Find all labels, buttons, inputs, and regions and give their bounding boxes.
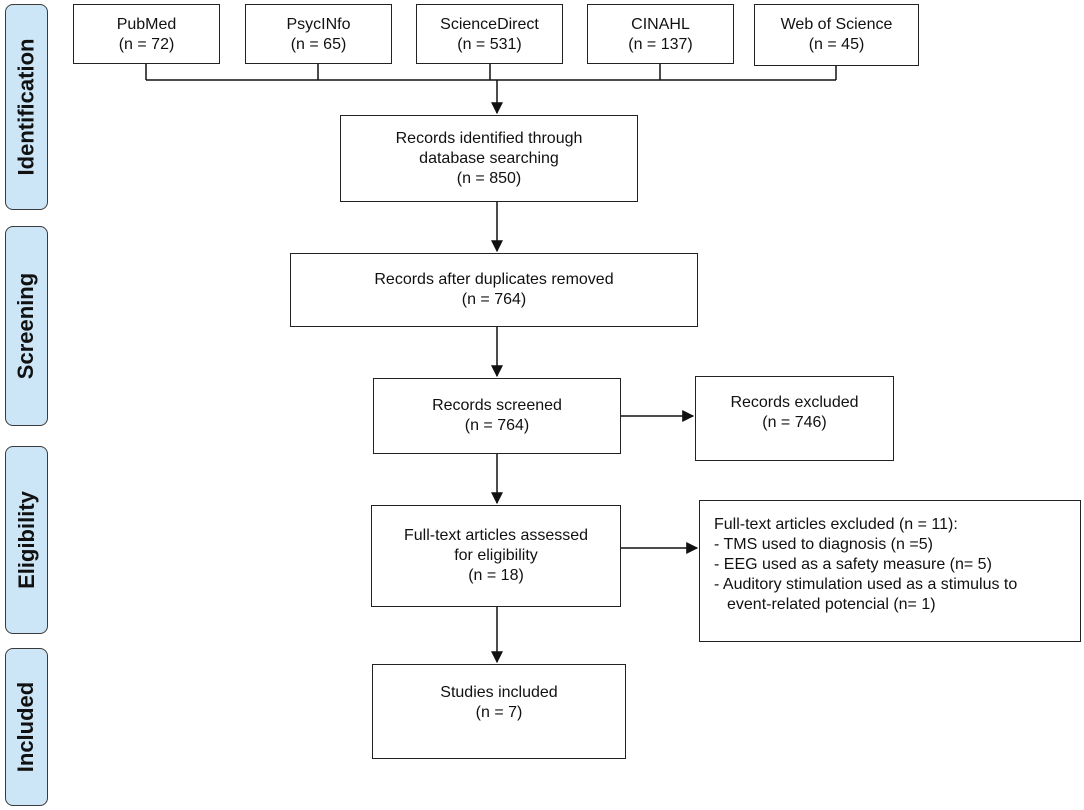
database-name: CINAHL [631, 16, 690, 33]
database-count: (n = 65) [290, 36, 347, 53]
fulltext-assessed-line2: for eligibility [454, 547, 538, 564]
database-box-psycinfo: PsycINfo (n = 65) [245, 4, 392, 64]
duplicates-removed-label: Records after duplicates removed [374, 271, 614, 288]
records-identified-line1: Records identified through [395, 129, 583, 147]
records-excluded-label: Records excluded [730, 394, 859, 411]
database-box-web-of-science: Web of Science (n = 45) [754, 4, 919, 66]
database-count: (n = 45) [808, 36, 865, 53]
records-screened-label: Records screened [432, 397, 562, 414]
studies-included-count: (n = 7) [475, 704, 523, 721]
records-excluded-box: Records excluded (n = 746) [695, 376, 894, 461]
stage-identification: Identification [5, 4, 48, 210]
database-count: (n = 531) [457, 36, 522, 53]
records-identified-box: Records identified through database sear… [340, 115, 638, 202]
studies-included-box: Studies included (n = 7) [372, 664, 626, 759]
database-count: (n = 72) [118, 36, 175, 53]
database-name: ScienceDirect [440, 16, 539, 33]
duplicates-removed-count: (n = 764) [461, 291, 527, 308]
exclusion-reason: - TMS used to diagnosis (n =5) [714, 536, 933, 553]
duplicates-removed-box: Records after duplicates removed (n = 76… [290, 253, 698, 327]
database-box-sciencedirect: ScienceDirect (n = 531) [416, 4, 563, 64]
database-box-pubmed: PubMed (n = 72) [73, 4, 220, 64]
records-screened-box: Records screened (n = 764) [373, 378, 621, 454]
database-box-cinahl: CINAHL (n = 137) [587, 4, 734, 64]
fulltext-assessed-line1: Full-text articles assessed [403, 527, 589, 544]
fulltext-assessed-box: Full-text articles assessed for eligibil… [371, 505, 621, 607]
database-name: PsycINfo [286, 16, 351, 33]
stage-screening: Screening [5, 226, 48, 426]
exclusion-reason: - EEG used as a safety measure (n= 5) [714, 556, 992, 573]
records-screened-count: (n = 764) [464, 417, 530, 434]
exclusion-reason: event-related potencial (n= 1) [727, 596, 936, 613]
records-identified-count: (n = 850) [456, 169, 522, 187]
database-name: Web of Science [780, 16, 893, 33]
fulltext-excluded-title: Full-text articles excluded (n = 11): [714, 516, 958, 533]
fulltext-assessed-count: (n = 18) [468, 567, 524, 584]
exclusion-reason: - Auditory stimulation used as a stimulu… [714, 576, 1018, 593]
database-count: (n = 137) [628, 36, 693, 53]
stage-included: Included [5, 648, 48, 806]
records-identified-line2: database searching [419, 149, 559, 167]
database-name: PubMed [116, 16, 177, 33]
stage-eligibility: Eligibility [5, 446, 48, 634]
studies-included-label: Studies included [440, 684, 558, 701]
records-excluded-count: (n = 746) [762, 414, 827, 431]
fulltext-excluded-box: Full-text articles excluded (n = 11): - … [699, 500, 1081, 642]
